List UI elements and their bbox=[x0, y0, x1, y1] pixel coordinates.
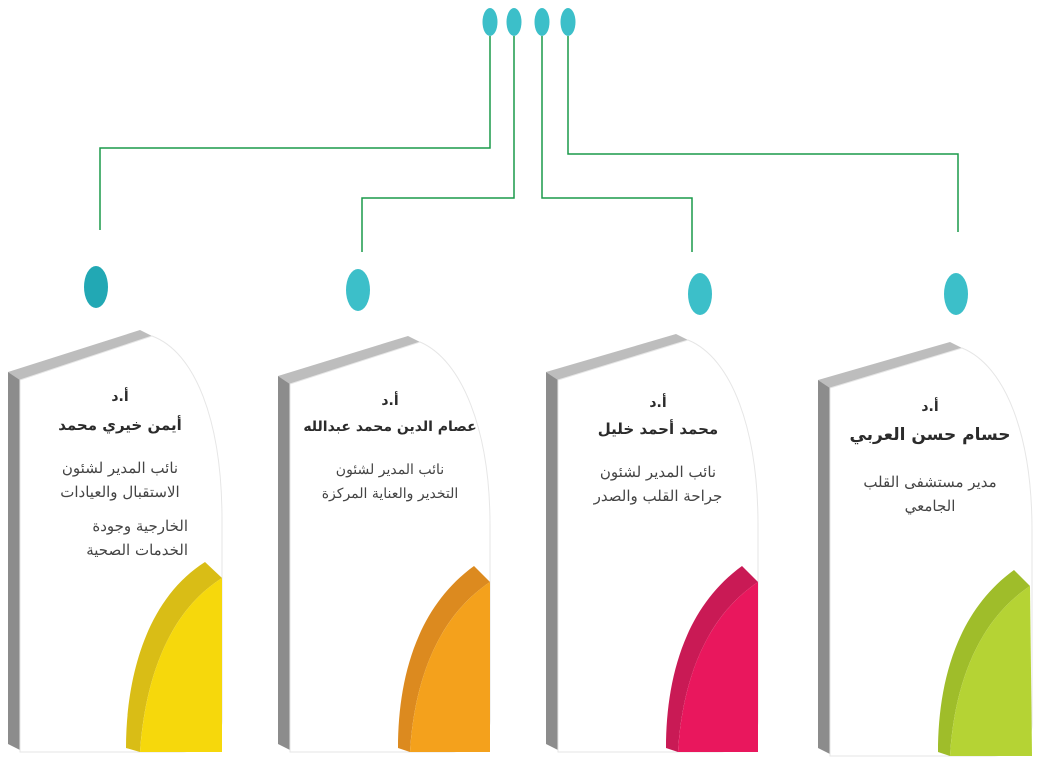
card-4-top bbox=[818, 342, 962, 388]
card-2-degree: أ.د bbox=[381, 393, 399, 409]
top-dot-4 bbox=[560, 8, 576, 36]
card-2-accent bbox=[410, 582, 490, 752]
card-1-role-line-1: نائب المدير لشئون bbox=[61, 459, 179, 477]
top-dot-2 bbox=[506, 8, 522, 36]
card-3-degree: أ.د bbox=[649, 395, 667, 411]
connector-4 bbox=[567, 36, 959, 232]
card-4-role-line-1: مدير مستشفى القلب bbox=[863, 473, 997, 491]
card-1-side bbox=[8, 372, 20, 750]
card-4-side bbox=[818, 380, 830, 754]
card-2-role-line-2: التخدير والعناية المركزة bbox=[321, 486, 459, 502]
card-1-role-line-3: الخارجية وجودة bbox=[92, 517, 188, 535]
card-1-degree: أ.د bbox=[111, 389, 129, 405]
card-2-text: أ.د عصام الدين محمد عبدالله نائب المدير … bbox=[292, 392, 488, 506]
card-4-name: حسام حسن العربي bbox=[849, 425, 1011, 445]
card-1-accent bbox=[140, 578, 222, 752]
card-3-top bbox=[546, 334, 688, 380]
connector-2 bbox=[361, 36, 515, 252]
card-1-role-line-4: الخدمات الصحية bbox=[86, 541, 188, 559]
card-2-role-line-1: نائب المدير لشئون bbox=[335, 462, 445, 478]
card-1-role: نائب المدير لشئون الاستقبال والعيادات bbox=[20, 456, 220, 504]
card-3 bbox=[546, 334, 759, 753]
card-4-role-line-2: الجامعي bbox=[904, 497, 956, 515]
connector-3 bbox=[541, 36, 693, 252]
card-3-role: نائب المدير لشئون جراحة القلب والصدر bbox=[560, 460, 756, 508]
card-2-accent-side bbox=[398, 566, 490, 752]
card-dots bbox=[84, 266, 968, 315]
card-3-accent-side bbox=[666, 566, 758, 752]
card-dot-3 bbox=[688, 273, 712, 315]
top-dots bbox=[482, 8, 576, 36]
card-2 bbox=[278, 336, 491, 753]
card-2-name: عصام الدين محمد عبدالله bbox=[303, 419, 477, 435]
card-3-accent bbox=[678, 582, 758, 752]
card-3-role-line-2: جراحة القلب والصدر bbox=[593, 487, 723, 505]
card-3-side bbox=[546, 372, 558, 750]
card-1-top bbox=[8, 330, 152, 380]
card-2-role: نائب المدير لشئون التخدير والعناية المرك… bbox=[292, 458, 488, 506]
card-2-top bbox=[278, 336, 420, 384]
card-1-text: أ.د أيمن خيري محمد نائب المدير لشئون الا… bbox=[20, 388, 220, 562]
card-1-name: أيمن خيري محمد bbox=[58, 416, 182, 434]
card-4-accent bbox=[950, 586, 1032, 756]
card-1-accent-side bbox=[126, 562, 222, 752]
card-2-side bbox=[278, 376, 290, 750]
card-1 bbox=[8, 330, 223, 753]
card-dot-2 bbox=[346, 269, 370, 311]
card-1-role-extra: الخارجية وجودة الخدمات الصحية bbox=[20, 514, 220, 562]
card-dot-4 bbox=[944, 273, 968, 315]
card-4-role: مدير مستشفى القلب الجامعي bbox=[830, 470, 1030, 518]
card-4-text: أ.د حسام حسن العربي مدير مستشفى القلب ال… bbox=[830, 398, 1030, 518]
top-dot-1 bbox=[482, 8, 498, 36]
card-4-degree: أ.د bbox=[921, 399, 939, 415]
card-3-name: محمد أحمد خليل bbox=[597, 420, 719, 438]
connectors bbox=[99, 36, 959, 252]
card-4 bbox=[818, 342, 1033, 757]
card-4-accent-side bbox=[938, 570, 1030, 756]
card-3-role-line-1: نائب المدير لشئون bbox=[599, 463, 717, 481]
card-3-text: أ.د محمد أحمد خليل نائب المدير لشئون جرا… bbox=[560, 394, 756, 508]
card-1-role-line-2: الاستقبال والعيادات bbox=[60, 483, 180, 501]
connector-1 bbox=[99, 36, 491, 230]
top-dot-3 bbox=[534, 8, 550, 36]
card-dot-1 bbox=[84, 266, 108, 308]
